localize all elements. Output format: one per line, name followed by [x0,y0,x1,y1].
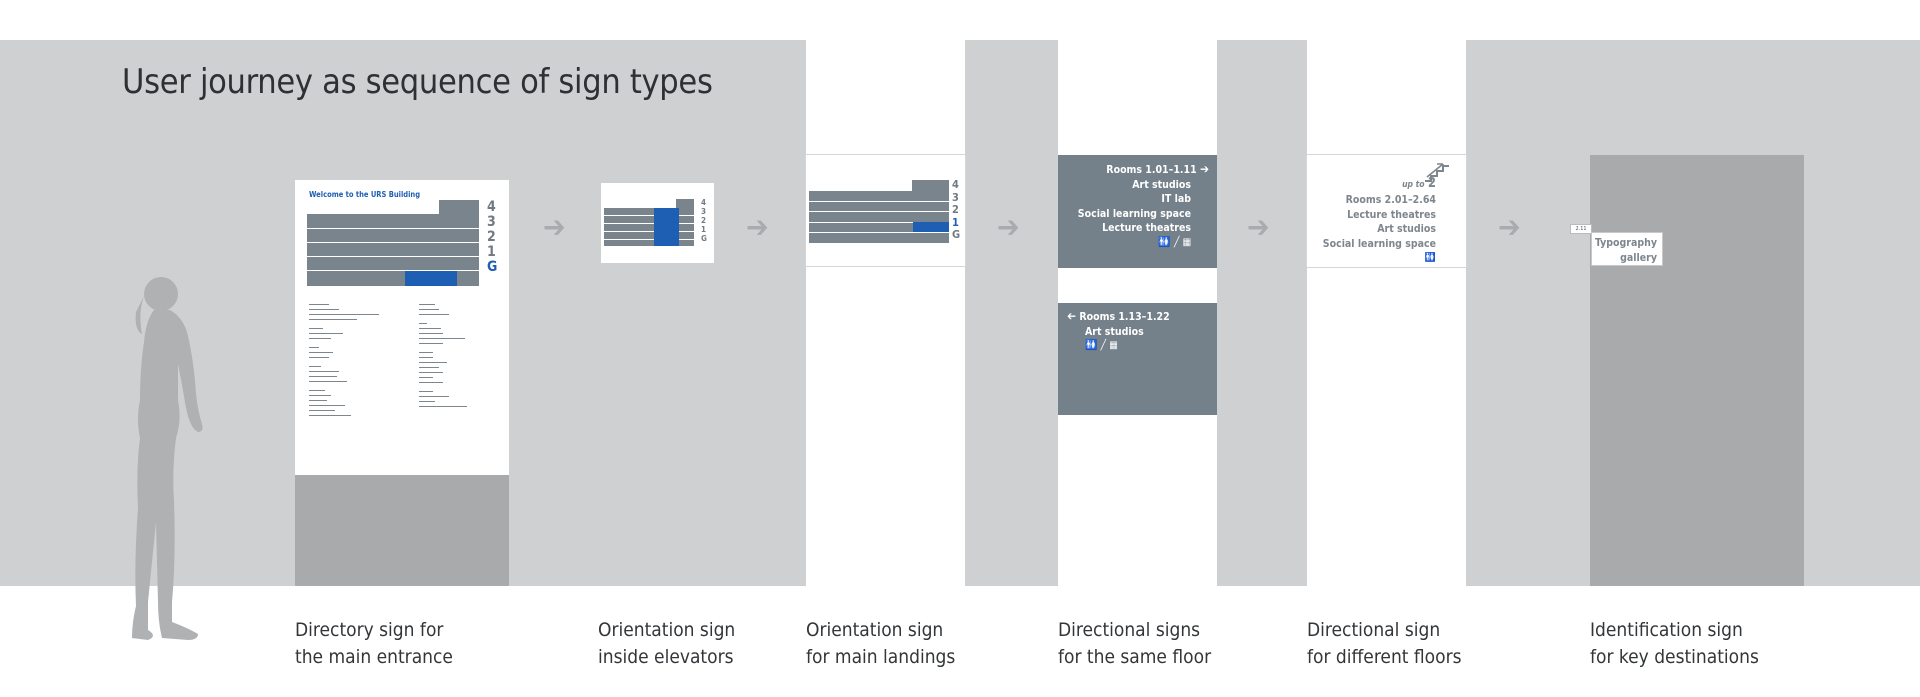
floor-g: G [487,259,498,275]
directory-sign-heading: Welcome to the URS Building [309,190,421,199]
floor-3: 3 [487,214,496,230]
room-number-plate: 2.11 [1570,224,1592,234]
journey-arrow-5: ➔ [1498,210,1521,245]
different-floor-item-3: Art studios [1377,223,1436,235]
caption-identification-sign: Identification sign for key destinations [1590,619,1759,668]
same-floor-right-item-5: Lecture theatres [1102,222,1191,234]
landing-orientation-sign: 4 3 2 1 G [805,154,966,267]
wall-segment-3 [1217,40,1307,586]
journey-arrow-2: ➔ [746,210,769,245]
same-floor-right-item-3: IT lab [1161,193,1191,205]
page-title: User journey as sequence of sign types [122,62,713,102]
directory-floor-numbers: 4 3 2 1 G [487,200,497,275]
landing-floor-numbers: 4 3 2 1 G [952,178,961,241]
different-floor-item-4: Social learning space [1322,237,1436,250]
stairs-up-icon [1425,163,1449,182]
same-floor-left-item-2: Art studios [1085,325,1144,338]
person-silhouette [132,277,203,640]
identification-sign: Typography gallery [1591,232,1663,266]
directory-sign: Welcome to the URS Building 4 3 2 1 G [295,180,509,475]
floor-2: 2 [487,229,496,245]
same-floor-right-item-1: Rooms 1.01–1.11 ➔ [1106,162,1209,176]
caption-directory-sign: Directory sign for the main entrance [295,619,453,668]
journey-arrow-1: ➔ [543,210,566,245]
elevator-orientation-sign: 4 3 2 1 G [601,183,714,263]
same-floor-sign-right: Rooms 1.01–1.11 ➔ Art studios IT lab Soc… [1058,155,1217,268]
facility-icons: 🚻 [1424,253,1436,263]
same-floor-right-item-2: Art studios [1132,178,1191,191]
directory-current-floor-highlight [405,271,457,286]
journey-arrow-3: ➔ [997,210,1020,245]
floor-1: 1 [487,244,496,260]
up-to-label: up to [1402,180,1425,190]
caption-landing-sign: Orientation sign for main landings [806,619,956,668]
same-floor-right-item-4: Social learning space [1077,207,1191,220]
directory-floor-plan [307,214,479,286]
elevator-floor-numbers: 4 3 2 1 G [701,198,707,243]
right-arrow-icon: ➔ [1199,162,1209,176]
up-to-floor: 2 [1427,176,1436,191]
same-floor-sign-left: ➔ Rooms 1.13–1.22 Art studios 🚻 ╱ ▦ [1058,303,1217,415]
different-floor-sign: up to 2 Rooms 2.01–2.64 Lecture theatres… [1306,154,1467,268]
different-floor-item-1: Rooms 2.01–2.64 [1345,194,1436,206]
caption-same-floor-signs: Directional signs for the same floor [1058,619,1212,668]
same-floor-left-item-1: ➔ Rooms 1.13–1.22 [1067,309,1170,323]
different-floor-item-2: Lecture theatres [1347,208,1436,221]
identification-line-2: gallery [1620,251,1657,264]
floor-4: 4 [487,199,496,215]
journey-arrow-4: ➔ [1247,210,1270,245]
caption-elevator-sign: Orientation sign inside elevators [598,619,736,668]
facility-icons: 🚻 ╱ ▦ [1085,340,1118,351]
directory-sign-base [295,475,509,586]
identification-line-1: Typography [1594,237,1657,249]
wall-segment-2 [965,40,1058,586]
caption-different-floor-sign: Directional sign for different floors [1307,619,1462,668]
facility-icons: 🚻 ╱ ▦ [1158,236,1191,248]
door [1590,155,1804,586]
left-arrow-icon: ➔ [1067,309,1077,323]
